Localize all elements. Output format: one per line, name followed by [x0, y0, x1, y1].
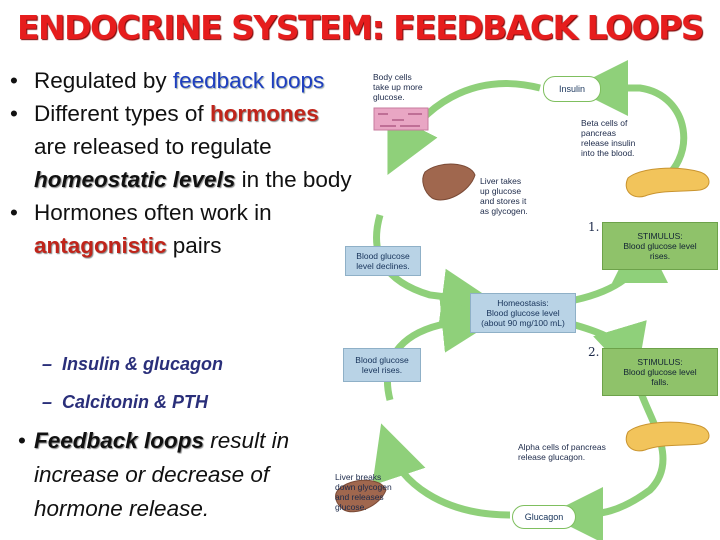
step-number: 1. [588, 220, 600, 234]
stimulus-falls-box: STIMULUS: Blood glucose level falls. [602, 348, 718, 396]
pancreas-image [625, 421, 710, 452]
glucagon-label: Glucagon [512, 505, 576, 529]
highlight-term: Feedback loops [34, 428, 205, 453]
bullet-item: Hormones often work in antagonistic pair… [8, 196, 353, 262]
bullet-text: Hormones often work in [34, 200, 272, 225]
bullet-item: Feedback loops result in increase or dec… [8, 424, 364, 526]
bullet-text: are released to regulate [34, 134, 272, 159]
bullet-item: Regulated by feedback loops [8, 64, 353, 97]
body-cells-image [373, 107, 429, 131]
liver-breaks-label: Liver breaks down glycogen and releases … [335, 472, 392, 512]
homeostasis-box: Homeostasis: Blood glucose level (about … [470, 293, 576, 333]
decline-box: Blood glucose level declines. [345, 246, 421, 276]
body-cells-label: Body cells take up more glucose. [373, 72, 423, 102]
insulin-label: Insulin [543, 76, 601, 102]
step-number: 2. [588, 345, 600, 359]
sub-bullet: Insulin & glucagon [42, 354, 223, 375]
cycle-arrow [372, 423, 511, 519]
pancreas-image [625, 167, 710, 198]
beta-cells-label: Beta cells of pancreas release insulin i… [581, 118, 636, 158]
bullet-list: Regulated by feedback loops Different ty… [8, 64, 353, 262]
page-title: ENDOCRINE SYSTEM: FEEDBACK LOOPS [16, 8, 705, 47]
bullet-text: result in increase or decrease of hormon… [34, 428, 290, 521]
highlight-term: feedback loops [172, 68, 325, 93]
alpha-cells-label: Alpha cells of pancreas release glucagon… [518, 442, 606, 462]
sub-bullet: Calcitonin & PTH [42, 392, 208, 413]
bullet-text: Regulated by [34, 68, 173, 93]
highlight-term: homeostatic levels [34, 167, 236, 192]
stimulus-rises-box: STIMULUS: Blood glucose level rises. [602, 222, 718, 270]
highlight-term: antagonistic [34, 233, 167, 258]
bullet-text: Different types of [34, 101, 210, 126]
highlight-term: hormones [209, 101, 319, 126]
bullet-text: pairs [166, 233, 222, 258]
bullet-item: Different types of hormones are released… [8, 97, 353, 196]
bullet-text: in the body [235, 167, 352, 192]
liver-image [422, 163, 476, 201]
liver-takes-label: Liver takes up glucose and stores it as … [480, 176, 528, 216]
rises-box: Blood glucose level rises. [343, 348, 421, 382]
